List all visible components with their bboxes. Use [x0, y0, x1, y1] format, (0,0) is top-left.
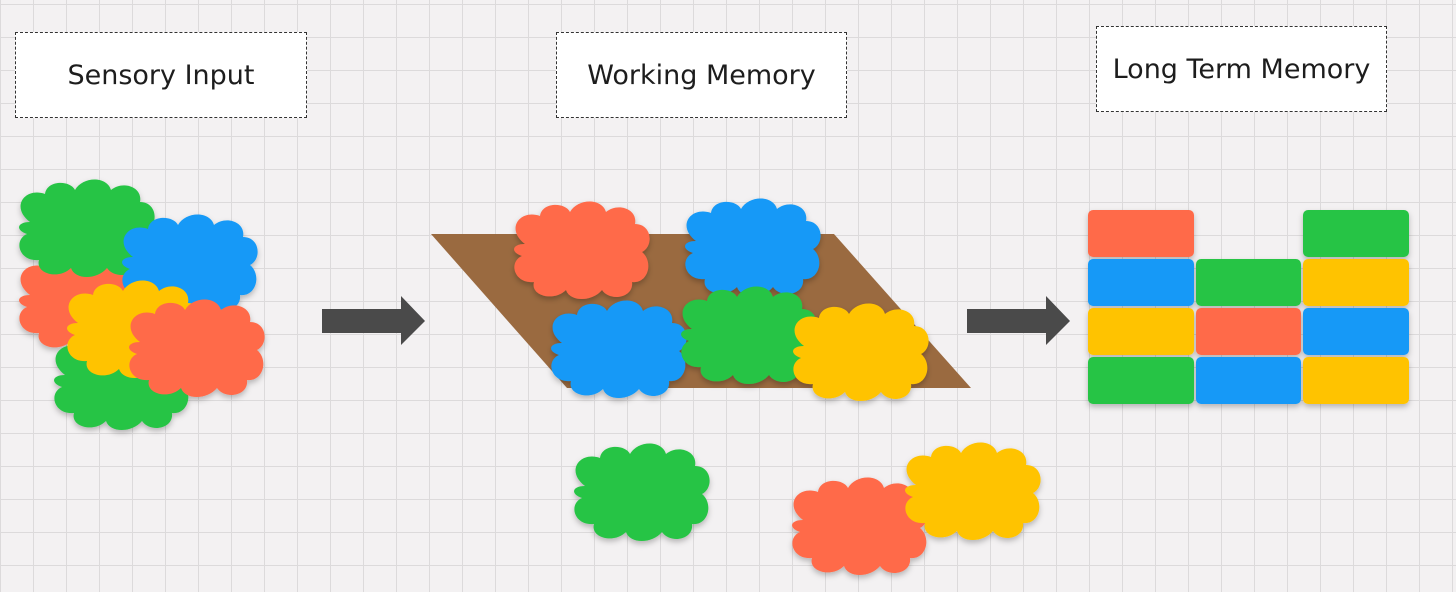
- memory-block-icon: [1196, 357, 1301, 404]
- sensory-input-label: Sensory Input: [15, 32, 307, 118]
- memory-block-icon: [1088, 259, 1194, 306]
- memory-block-icon: [1303, 308, 1409, 355]
- cloud-icon: [514, 201, 650, 299]
- discarded-cloud-cluster: [574, 442, 1041, 575]
- memory-block-icon: [1196, 259, 1301, 306]
- sensory-cloud-cluster: [19, 179, 265, 430]
- memory-block-icon: [1303, 210, 1409, 257]
- memory-block-icon: [1088, 308, 1194, 355]
- long-term-memory-label: Long Term Memory: [1096, 26, 1387, 112]
- sensory-input-text: Sensory Input: [67, 59, 255, 91]
- cloud-icon: [574, 443, 710, 541]
- long-term-memory-text: Long Term Memory: [1112, 53, 1371, 85]
- memory-block-icon: [1088, 357, 1194, 404]
- working-memory-text: Working Memory: [587, 59, 816, 91]
- memory-block-icon: [1303, 357, 1409, 404]
- cloud-icon: [905, 442, 1041, 540]
- cloud-icon: [129, 299, 265, 397]
- memory-block-icon: [1196, 308, 1301, 355]
- arrow-right-icon: [967, 296, 1070, 345]
- cloud-icon: [685, 198, 821, 296]
- arrow-right-icon: [322, 296, 425, 345]
- memory-block-icon: [1303, 259, 1409, 306]
- working-memory-label: Working Memory: [556, 32, 847, 118]
- cloud-icon: [551, 300, 687, 398]
- memory-block-icon: [1088, 210, 1194, 257]
- cloud-icon: [793, 303, 929, 401]
- long-term-memory-blocks: [1088, 210, 1409, 404]
